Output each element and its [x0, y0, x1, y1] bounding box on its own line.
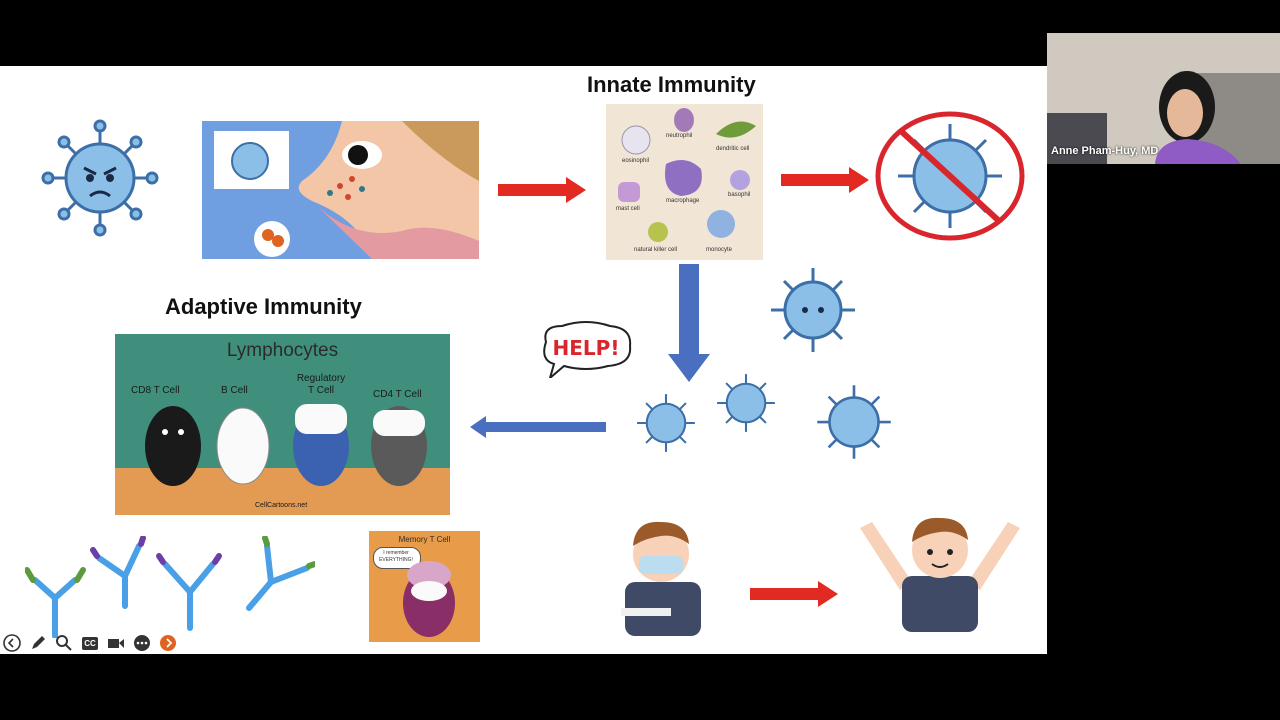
- arrow-down-icon: [668, 264, 710, 382]
- pen-icon: [32, 636, 45, 649]
- magnifier-icon: [56, 635, 72, 651]
- eosinophil-label: eosinophil: [622, 158, 650, 164]
- memory-t-cell-panel: Memory T Cell I remember EVERYTHING!: [369, 531, 480, 642]
- presentation-slide: Innate Immunity Adaptive Immunity: [0, 66, 1047, 654]
- no-virus-icon: [875, 111, 1025, 241]
- virus-icon: [717, 374, 775, 432]
- virus-icon: [41, 119, 159, 237]
- antibodies-illustration: [25, 536, 315, 638]
- arrow-right-icon: [498, 177, 586, 203]
- basophil-label: basophil: [728, 192, 751, 198]
- monocyte-label: monocyte: [706, 247, 733, 253]
- nk-cell-label: natural killer cell: [634, 247, 678, 253]
- forward-arrow-icon: [160, 635, 176, 651]
- macrophage-label: macrophage: [666, 198, 700, 204]
- slideshow-toolbar: CC: [0, 632, 178, 654]
- zoom-button[interactable]: [54, 633, 74, 653]
- treg-label-2: T Cell: [308, 385, 334, 396]
- arrow-right-icon: [750, 581, 838, 607]
- more-icon: [134, 635, 150, 651]
- captions-button[interactable]: CC: [80, 633, 100, 653]
- previous-slide-button[interactable]: [2, 633, 22, 653]
- mast-cell-label: mast cell: [616, 206, 640, 212]
- dendritic-cell-label: dendritic cell: [716, 146, 750, 152]
- memory-bubble-line1: I remember: [383, 550, 409, 556]
- lymphocytes-title: Lymphocytes: [226, 340, 339, 361]
- camera-button[interactable]: [106, 633, 126, 653]
- cd4-label: CD4 T Cell: [373, 389, 422, 400]
- b-cell-label: B Cell: [221, 385, 248, 396]
- cc-icon: CC: [82, 636, 98, 650]
- credit-label: CellCartoons.net: [255, 502, 308, 509]
- more-options-button[interactable]: [132, 633, 152, 653]
- help-text: HELP!: [552, 336, 620, 360]
- treg-label-1: Regulatory: [296, 373, 346, 384]
- virus-icon: [637, 394, 695, 452]
- memory-bubble-line2: EVERYTHING!: [379, 557, 413, 563]
- neutrophil-label: neutrophil: [666, 133, 693, 139]
- innate-cells-panel: eosinophil neutrophil dendritic cell mac…: [606, 104, 763, 260]
- video-camera-icon: [108, 639, 124, 648]
- healthy-child-illustration: [860, 517, 1020, 632]
- memory-title: Memory T Cell: [398, 535, 451, 544]
- arrow-right-icon: [781, 167, 869, 193]
- cd8-label: CD8 T Cell: [131, 385, 180, 396]
- help-speech-bubble: HELP!: [538, 320, 634, 378]
- innate-immunity-title: Innate Immunity: [587, 72, 756, 97]
- participant-video[interactable]: Anne Pham-Huy, MD: [1047, 33, 1280, 164]
- sick-child-illustration: [621, 521, 701, 636]
- arrow-left-icon: [470, 416, 606, 438]
- lymphocytes-panel: Lymphocytes CD8 T Cell B Cell Regulatory…: [115, 334, 450, 515]
- virus-icon: [771, 268, 855, 352]
- pen-tool-button[interactable]: [28, 633, 48, 653]
- back-arrow-icon: [3, 634, 21, 652]
- adaptive-immunity-title: Adaptive Immunity: [165, 294, 362, 319]
- virus-icon: [817, 385, 891, 459]
- participant-name: Anne Pham-Huy, MD: [1051, 145, 1159, 157]
- next-slide-button[interactable]: [158, 633, 178, 653]
- nasal-infection-illustration: [202, 121, 479, 259]
